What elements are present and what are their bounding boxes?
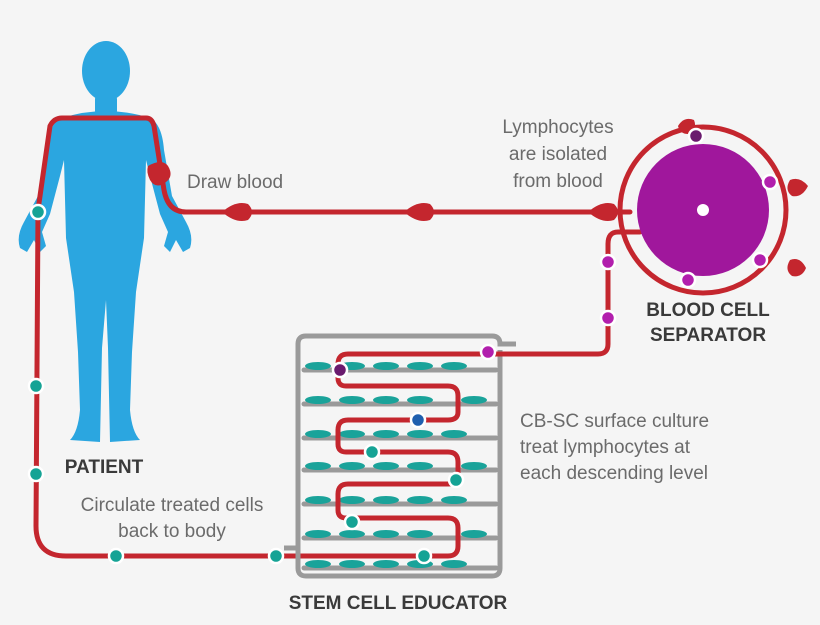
separator-title-line2: SEPARATOR bbox=[650, 325, 766, 346]
magenta-cell bbox=[479, 343, 497, 361]
blood-drop-icon bbox=[404, 203, 434, 221]
culture-label-line1: CB-SC surface culture bbox=[520, 411, 709, 432]
teal-cell bbox=[29, 203, 47, 221]
purple-cell bbox=[687, 127, 705, 145]
purple-cell bbox=[331, 361, 349, 379]
magenta-cell bbox=[751, 251, 769, 269]
separator-output-tube bbox=[509, 229, 643, 357]
circulate-label-line1: Circulate treated cells bbox=[81, 495, 264, 516]
stem-cell-educator bbox=[284, 333, 516, 579]
blood-drop-icon bbox=[222, 203, 252, 221]
patient-figure-icon bbox=[18, 41, 192, 442]
blue-cell bbox=[409, 411, 427, 429]
teal-cell bbox=[267, 547, 285, 565]
blood-drop-icon bbox=[147, 162, 171, 186]
separator-ring bbox=[617, 124, 789, 296]
serpentine-tube bbox=[335, 351, 512, 559]
teal-cell bbox=[107, 547, 125, 565]
educator-title: STEM CELL EDUCATOR bbox=[289, 593, 508, 614]
culture-label-line3: each descending level bbox=[520, 463, 708, 484]
blood-drop-icon bbox=[588, 203, 618, 221]
lymphocytes-label-line3: from blood bbox=[513, 171, 603, 192]
magenta-cell bbox=[599, 253, 617, 271]
return-tube bbox=[33, 207, 433, 559]
draw-blood-label: Draw blood bbox=[187, 172, 283, 193]
lymphocytes-label-line2: are isolated bbox=[509, 144, 607, 165]
teal-cell bbox=[27, 377, 45, 395]
body-tube bbox=[35, 115, 189, 215]
blood-cell-separator bbox=[637, 144, 769, 276]
separator-title-line1: BLOOD CELL bbox=[646, 300, 770, 321]
magenta-cell bbox=[679, 271, 697, 289]
teal-cell bbox=[27, 465, 45, 483]
educator-frame bbox=[295, 333, 516, 579]
teal-cell bbox=[447, 471, 465, 489]
magenta-cell bbox=[761, 173, 779, 191]
cb-sc-culture-cells bbox=[305, 362, 487, 568]
lymphocytes-label-line1: Lymphocytes bbox=[502, 117, 613, 138]
teal-cell bbox=[363, 443, 381, 461]
cells bbox=[27, 127, 779, 565]
blood-drop-icon bbox=[787, 178, 808, 197]
blood-drop-icon bbox=[787, 259, 806, 277]
disc-center-dot bbox=[697, 204, 709, 216]
teal-cell bbox=[415, 547, 433, 565]
teal-cell bbox=[343, 513, 361, 531]
culture-label-line2: treat lymphocytes at bbox=[520, 437, 691, 458]
magenta-cell bbox=[599, 309, 617, 327]
patient-label: PATIENT bbox=[65, 457, 144, 478]
circulate-label-line2: back to body bbox=[118, 521, 226, 542]
